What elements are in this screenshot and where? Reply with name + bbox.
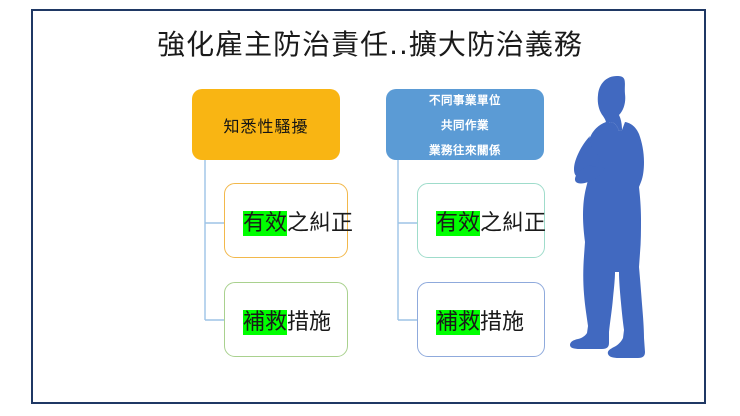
page-title: 強化雇主防治責任..擴大防治義務: [157, 28, 583, 61]
node-left-root-label: 知悉性騷擾: [223, 116, 309, 136]
left-branch-connector: [204, 160, 224, 321]
plain-text: 之糾正: [480, 210, 547, 236]
node-left-child-1-text: 有效之糾正: [243, 205, 353, 237]
standing-person-arms-crossed-icon: [570, 76, 645, 358]
highlight-text: 有效: [243, 210, 288, 236]
node-right-root-line-3: 業務往來關係: [429, 142, 501, 157]
node-right-root-line-2: 共同作業: [441, 117, 489, 132]
plain-text: 措施: [287, 309, 332, 335]
node-right-root[interactable]: 不同事業單位 共同作業 業務往來關係: [386, 89, 544, 160]
node-left-child-1[interactable]: 有效之糾正: [224, 183, 353, 258]
node-right-child-1[interactable]: 有效之糾正: [417, 183, 546, 258]
right-branch-connector: [397, 160, 417, 321]
node-right-child-1-text: 有效之糾正: [436, 205, 546, 237]
node-right-root-line-1: 不同事業單位: [429, 92, 501, 107]
plain-text: 措施: [480, 309, 525, 335]
plain-text: 之糾正: [287, 210, 354, 236]
node-left-child-2[interactable]: 補救措施: [224, 282, 348, 357]
node-right-child-2[interactable]: 補救措施: [417, 282, 545, 357]
node-left-child-2-text: 補救措施: [243, 304, 331, 336]
highlight-text: 補救: [436, 309, 481, 335]
node-right-child-2-text: 補救措施: [436, 304, 524, 336]
node-left-root[interactable]: 知悉性騷擾: [192, 89, 340, 160]
highlight-text: 補救: [243, 309, 288, 335]
highlight-text: 有效: [436, 210, 481, 236]
